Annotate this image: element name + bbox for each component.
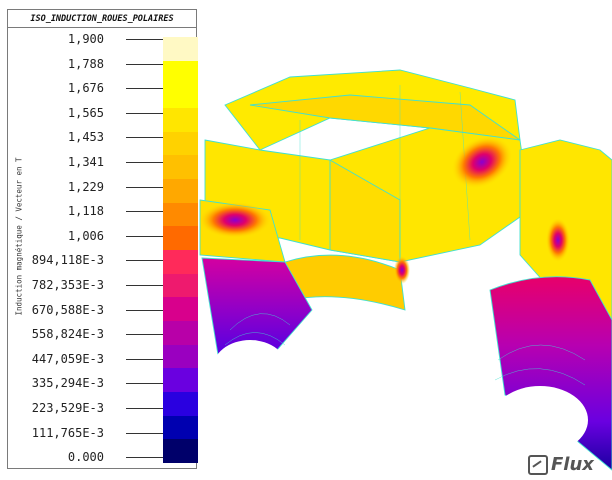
color-swatch <box>163 320 198 345</box>
legend-tick-label: 1,900 <box>67 32 104 46</box>
legend-tick-mark <box>126 309 172 311</box>
legend-tick-label: 1,453 <box>67 130 104 145</box>
color-swatch <box>163 226 198 250</box>
legend-panel: ISO_INDUCTION_ROUES_POLAIRES Induction m… <box>7 9 198 469</box>
color-swatch <box>163 107 198 132</box>
color-swatch <box>163 249 198 274</box>
color-swatch <box>163 84 198 108</box>
legend-tick-mark <box>126 383 172 385</box>
legend-tick-label: 1,229 <box>67 179 104 194</box>
flux-logo-text: Flux <box>551 454 594 475</box>
legend-tick-mark <box>126 39 172 40</box>
field-map-render <box>199 69 612 471</box>
color-swatch <box>163 155 198 179</box>
legend-tick-mark <box>126 408 172 409</box>
legend-tick-mark <box>126 186 172 188</box>
legend-tick-mark <box>126 334 172 336</box>
legend-tick-label: 1,565 <box>67 105 104 120</box>
color-swatch <box>163 202 198 227</box>
legend-tick-label: 1,006 <box>67 228 104 243</box>
legend-tick-mark <box>126 285 172 286</box>
legend-tick-label: 1,676 <box>67 81 104 96</box>
color-swatch <box>163 131 198 156</box>
legend-tick-label: 111,765E-3 <box>31 425 104 440</box>
legend-tick-mark <box>126 235 172 237</box>
3d-viewport[interactable] <box>198 0 612 480</box>
color-swatch <box>163 391 198 416</box>
color-swatch <box>163 273 198 298</box>
claw-cutout-left <box>212 340 288 400</box>
legend-tick-label: 0.000 <box>67 450 104 465</box>
hotspot-1 <box>451 135 513 189</box>
legend-tick-label: 782,353E-3 <box>31 278 104 292</box>
legend-tick-label: 894,118E-3 <box>31 253 104 268</box>
legend-tick-mark <box>126 211 172 213</box>
legend-title: ISO_INDUCTION_ROUES_POLAIRES <box>8 11 196 28</box>
color-swatch <box>163 60 198 85</box>
legend-tick-mark <box>126 88 172 90</box>
legend-tick-label: 447,059E-3 <box>31 351 104 366</box>
legend-tick-mark <box>126 457 172 459</box>
color-swatch <box>163 297 198 321</box>
color-swatch <box>163 37 198 61</box>
color-swatch <box>163 178 198 203</box>
legend-tick-mark <box>126 112 172 114</box>
legend-tick-label: 335,294E-3 <box>31 376 104 391</box>
legend-tick-label: 1,118 <box>67 204 104 219</box>
hotspot-4 <box>394 256 410 284</box>
legend-tick-label: 223,529E-3 <box>31 401 104 415</box>
color-swatch <box>163 439 198 463</box>
flux-logo: Flux <box>528 454 594 475</box>
legend-tick-mark <box>126 137 172 139</box>
color-swatch <box>163 344 198 369</box>
legend-tick-mark <box>126 162 172 163</box>
legend-tick-mark <box>126 260 172 262</box>
legend-tick-mark <box>126 63 172 65</box>
legend-tick-label: 1,788 <box>67 56 104 71</box>
legend-tick-label: 1,341 <box>67 155 104 169</box>
legend-tick-mark <box>126 432 172 434</box>
legend-tick-mark <box>126 358 172 360</box>
legend-tick-label: 670,588E-3 <box>31 302 104 317</box>
hotspot-2 <box>199 202 271 238</box>
legend-tick-label: 558,824E-3 <box>31 327 104 342</box>
hotspot-3 <box>546 218 570 262</box>
flux-logo-icon <box>528 454 548 475</box>
legend-axis-label: Induction magnétique / Vecteur en T <box>14 157 24 316</box>
color-swatch <box>163 368 198 392</box>
color-scale-bar <box>163 37 198 463</box>
color-swatch <box>163 415 198 440</box>
claw-cutout-right <box>492 386 588 454</box>
